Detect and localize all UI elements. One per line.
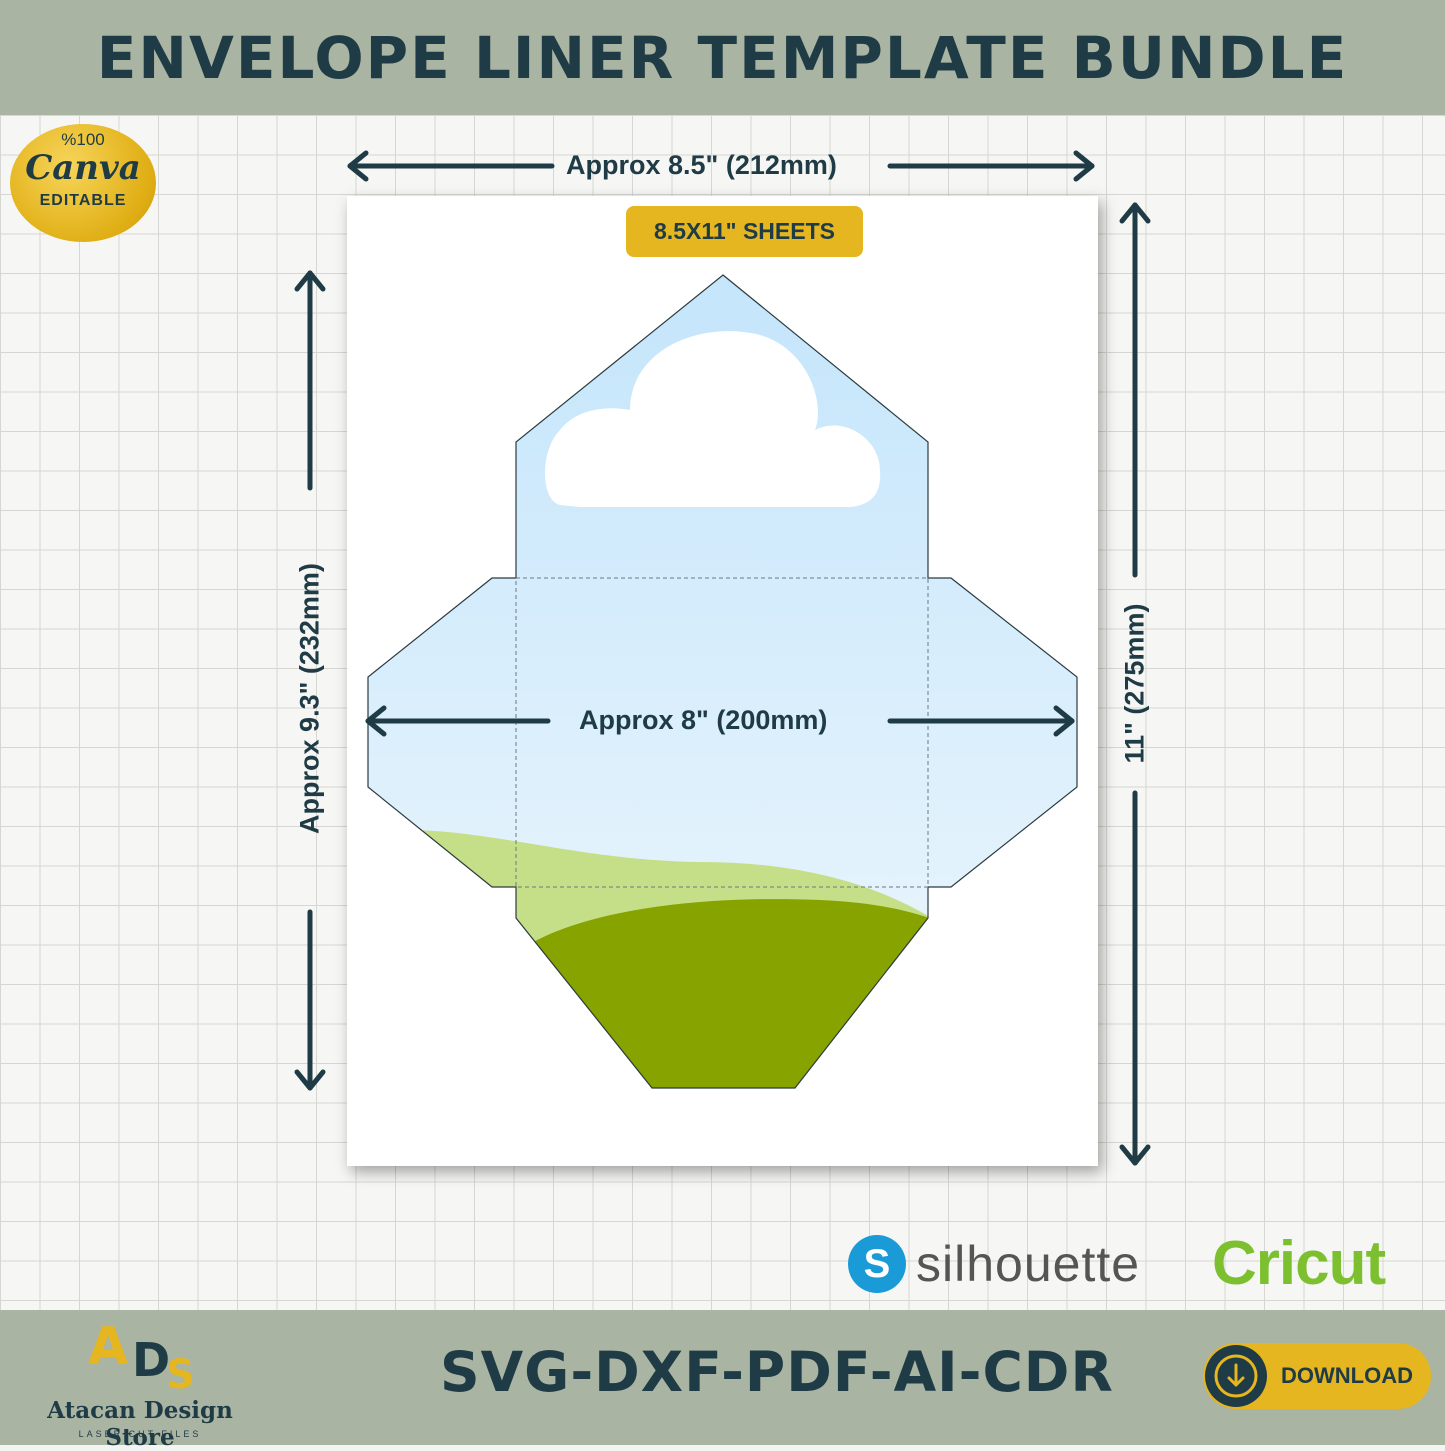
download-button[interactable]: DOWNLOAD	[1203, 1343, 1431, 1409]
svg-text:D: D	[132, 1333, 170, 1387]
header-banner: ENVELOPE LINER TEMPLATE BUNDLE	[0, 0, 1445, 115]
file-formats: SVG-DXF-PDF-AI-CDR	[440, 1340, 1114, 1404]
envelope-width-arrow	[365, 705, 1075, 737]
cricut-logo: Cricut	[1212, 1229, 1386, 1298]
download-label: DOWNLOAD	[1281, 1363, 1413, 1388]
ads-logo-icon: A D S	[88, 1317, 195, 1392]
cloud-shape	[545, 331, 881, 507]
silhouette-icon: S	[848, 1235, 906, 1293]
sheet-width-label: Approx 8.5" (212mm)	[566, 150, 837, 180]
store-tagline: LASER CUT FILES	[78, 1429, 202, 1439]
badge-canva-logo: Canva	[25, 148, 141, 188]
badge-editable: EDITABLE	[39, 192, 127, 209]
silhouette-logo: S silhouette	[848, 1228, 1140, 1300]
download-icon	[1205, 1345, 1267, 1407]
dark-hill	[510, 899, 940, 1088]
fold-lines	[515, 577, 929, 888]
envelope-height-arrow	[294, 270, 326, 1091]
sheet-size-tag: 8.5X11" SHEETS	[626, 206, 863, 257]
badge-percent: %100	[61, 130, 105, 149]
store-name: Atacan Design Store	[47, 1397, 233, 1451]
envelope-height-label: Approx 9.3" (232mm)	[294, 563, 325, 834]
svg-text:A: A	[88, 1317, 128, 1377]
svg-text:S: S	[166, 1352, 195, 1392]
sheet-height-arrow	[1119, 202, 1151, 1166]
page-title: ENVELOPE LINER TEMPLATE BUNDLE	[96, 23, 1349, 92]
sheet-height-label: 11" (275mm)	[1119, 603, 1150, 764]
canva-editable-badge: %100 Canva EDITABLE	[10, 124, 156, 242]
sheet-width-arrow	[347, 150, 1095, 182]
silhouette-wordmark: silhouette	[916, 1236, 1141, 1292]
envelope-width-label: Approx 8" (200mm)	[579, 705, 828, 735]
envelope-liner	[368, 275, 1077, 1088]
envelope-outline	[367, 274, 1078, 1089]
